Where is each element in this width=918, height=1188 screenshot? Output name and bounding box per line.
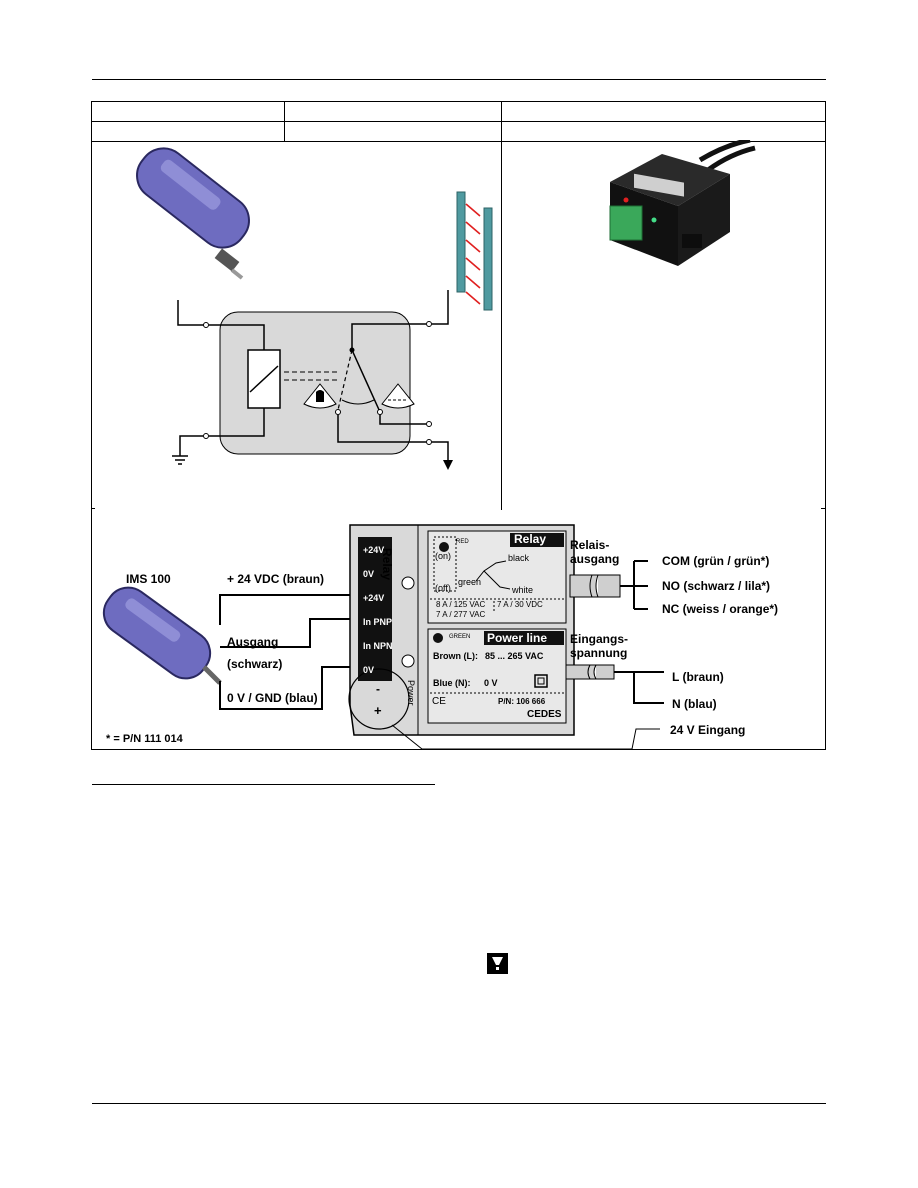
- relay-green-label: green: [458, 577, 482, 587]
- relay-on-label: (on): [435, 551, 452, 561]
- relay-schematic: [136, 147, 493, 470]
- blue-value: 0 V: [484, 678, 498, 688]
- ims-sensor-label: IMS 100: [126, 572, 171, 586]
- wiring-frame-top-left: [91, 508, 95, 509]
- nc-label: NC (weiss / orange*): [662, 602, 779, 616]
- no-label: NO (schwarz / lila*): [662, 579, 771, 593]
- supply-wire-label: + 24 VDC (braun): [227, 572, 325, 586]
- relay-rating-2: 7 A / 30 VDC: [497, 600, 543, 609]
- wiring-diagram: [102, 524, 664, 749]
- brand-label: CEDES: [527, 709, 562, 720]
- mirror-illustration: [456, 191, 493, 311]
- input-voltage-label-2: spannung: [570, 646, 628, 660]
- figure-frame-mid: [501, 141, 502, 510]
- gnd-wire-label: 0 V / GND (blau): [227, 691, 318, 705]
- header-rule: [92, 79, 826, 80]
- relay-output-label-1: Relais-: [570, 538, 610, 552]
- relay-rating-3: 7 A / 277 VAC: [436, 610, 486, 619]
- section-underline: [92, 784, 435, 785]
- blue-label: Blue (N):: [433, 678, 471, 688]
- wiring-frame: [91, 508, 826, 750]
- relay-output-label-2: ausgang: [570, 552, 620, 566]
- table-cell-r1c1: [91, 101, 285, 122]
- brown-value: 85 ... 265 VAC: [485, 651, 544, 661]
- ce-mark: CE: [432, 696, 446, 707]
- plus-label: +: [374, 703, 382, 718]
- footnote: * = P/N 111 014: [106, 733, 183, 745]
- led-green-label: GREEN: [449, 634, 471, 640]
- sensor-illustration: [136, 147, 250, 280]
- table-cell-r1c2: [284, 101, 502, 122]
- figure-frame-left: [91, 141, 92, 510]
- output-wire-label-1: Ausgang: [227, 635, 279, 649]
- figure-frame-right: [825, 141, 826, 510]
- terminal-label: +24V: [363, 593, 385, 603]
- relay-product-photo: [609, 140, 756, 266]
- module-side-power: Power: [406, 680, 416, 706]
- footer-rule: [92, 1103, 826, 1104]
- n-label: N (blau): [672, 697, 717, 711]
- relay-white-label: white: [512, 585, 534, 595]
- com-label: COM (grün / grün*): [662, 554, 770, 568]
- input-24v-label: 24 V Eingang: [670, 723, 746, 737]
- relay-panel-title: Relay: [514, 532, 547, 546]
- minus-label: -: [376, 682, 380, 696]
- part-number: P/N: 106 666: [498, 697, 546, 706]
- table-cell-r2c2: [284, 121, 502, 142]
- led-red-label: RED: [456, 539, 469, 545]
- brown-label: Brown (L):: [433, 651, 478, 661]
- relay-rating-1: 8 A / 125 VAC: [436, 600, 486, 609]
- module-side-relay: Relay: [380, 548, 394, 581]
- terminal-label: +24V: [363, 545, 385, 555]
- output-wire-label-2: (schwarz): [227, 657, 283, 671]
- input-voltage-label-1: Eingangs-: [570, 632, 629, 646]
- terminal-label: 0V: [363, 665, 375, 675]
- warning-icon: [487, 953, 508, 974]
- power-panel-title: Power line: [487, 631, 548, 645]
- table-cell-r2c3: [501, 121, 826, 142]
- relay-off-label: (off): [435, 583, 451, 593]
- table-cell-r2c1: [91, 121, 285, 142]
- table-cell-r1c3: [501, 101, 826, 122]
- l-label: L (braun): [672, 670, 724, 684]
- terminal-label: In PNP: [363, 617, 393, 627]
- terminal-label: In NPN: [363, 641, 393, 651]
- ims-sensor-illustration: [102, 586, 222, 685]
- terminal-label: 0V: [363, 569, 375, 579]
- relay-black-label: black: [508, 553, 530, 563]
- wiring-frame-top-right: [821, 508, 825, 509]
